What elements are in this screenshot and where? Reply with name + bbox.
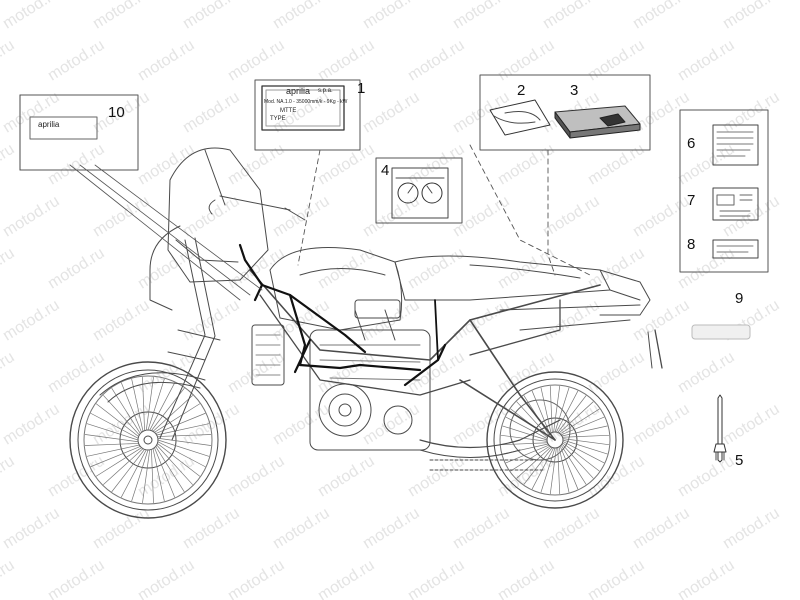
callout-9: 9: [735, 290, 744, 307]
wiring-harness: [238, 243, 447, 387]
info-label-6: [712, 124, 759, 166]
instrument-panel-icon: [391, 167, 449, 219]
plate-type: TYPE: [270, 116, 286, 122]
aprilia-decal: [29, 116, 98, 140]
plate-line: Mod. NA.1.0 - 35000mm/k - 9Kg - kW: [264, 99, 348, 105]
rear-wheel: [486, 371, 624, 509]
info-label-8: [712, 239, 759, 259]
callout-5: 5: [735, 452, 744, 469]
callout-8: 8: [687, 236, 696, 253]
callout-7: 7: [687, 192, 696, 209]
manual-booklet-icon: [554, 105, 641, 139]
decal-brand: aprilia: [38, 120, 60, 129]
plate-mtte: MTTE: [280, 108, 297, 114]
callout-box-2-3: [479, 74, 651, 151]
identification-plate: [261, 85, 345, 131]
callout-6: 6: [687, 135, 696, 152]
info-label-7: [712, 187, 759, 221]
stripe-decal: [691, 324, 751, 340]
callout-1: 1: [357, 80, 366, 97]
motorcycle-drawing: [69, 144, 663, 519]
rivet-icon: [713, 394, 727, 463]
plate-suffix: s.p.a.: [318, 88, 333, 94]
callout-3: 3: [570, 82, 579, 99]
callout-box-4: [375, 157, 463, 224]
callout-2: 2: [517, 82, 526, 99]
callout-10: 10: [108, 104, 125, 121]
callout-box-1: [254, 79, 361, 151]
front-wheel: [69, 361, 227, 519]
callout-4: 4: [381, 162, 390, 179]
key-icon: [489, 99, 551, 136]
callout-box-6-7-8: [679, 109, 769, 273]
plate-brand: aprilia: [286, 86, 311, 96]
